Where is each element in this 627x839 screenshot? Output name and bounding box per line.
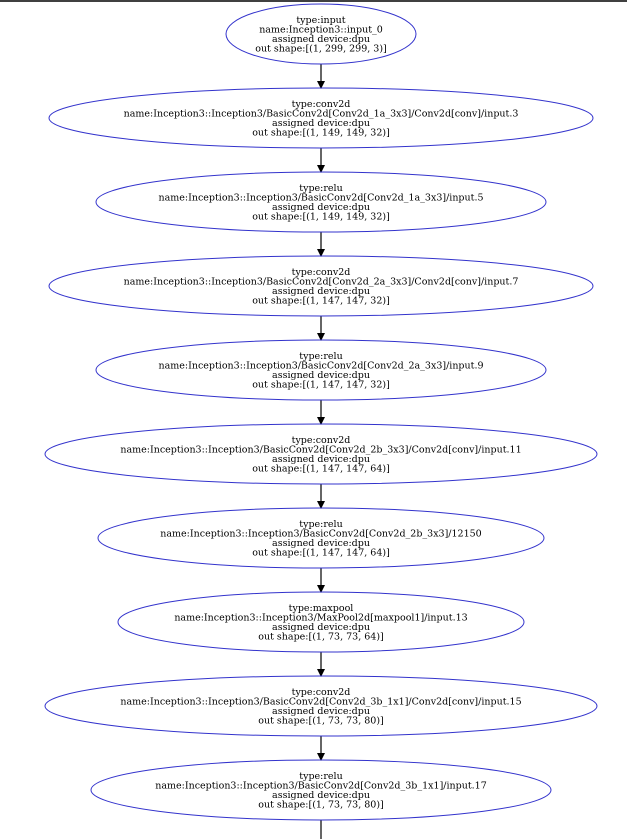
node-name-label: name:Inception3::Inception3/BasicConv2d[… [120,696,521,707]
node-type-label: type:relu [299,351,342,362]
graph-node: type:reluname:Inception3::Inception3/Bas… [90,759,552,821]
node-ellipse [44,675,598,737]
node-name-label: name:Inception3::Inception3/BasicConv2d[… [120,444,521,455]
graph-node: type:conv2dname:Inception3::Inception3/B… [44,675,598,737]
node-type-label: type:relu [299,183,342,194]
node-device-label: assigned device:dpu [272,34,370,45]
node-shape-label: out shape:[(1, 299, 299, 3)] [255,43,387,54]
node-shape-label: out shape:[(1, 149, 149, 32)] [252,211,390,222]
node-ellipse [95,339,547,401]
graph-node: type:reluname:Inception3::Inception3/Bas… [97,507,545,569]
node-shape-label: out shape:[(1, 147, 147, 64)] [252,547,390,558]
graph-node: type:conv2dname:Inception3::Inception3/B… [48,87,594,149]
node-name-label: name:Inception3::Inception3/BasicConv2d[… [160,528,481,539]
node-device-label: assigned device:dpu [272,286,370,297]
node-shape-label: out shape:[(1, 149, 149, 32)] [252,127,390,138]
node-device-label: assigned device:dpu [272,790,370,801]
node-type-label: type:conv2d [292,267,351,278]
node-ellipse [44,423,598,485]
node-shape-label: out shape:[(1, 147, 147, 64)] [252,463,390,474]
node-device-label: assigned device:dpu [272,202,370,213]
node-type-label: type:conv2d [292,687,351,698]
node-device-label: assigned device:dpu [272,454,370,465]
node-ellipse [90,759,552,821]
node-ellipse [48,255,594,317]
node-ellipse [97,507,545,569]
node-shape-label: out shape:[(1, 73, 73, 80)] [258,715,384,726]
graph-node: type:conv2dname:Inception3::Inception3/B… [48,255,594,317]
node-device-label: assigned device:dpu [272,622,370,633]
node-name-label: name:Inception3::Inception3/BasicConv2d[… [158,192,483,203]
node-name-label: name:Inception3::Inception3/BasicConv2d[… [155,780,487,791]
node-ellipse [117,591,525,653]
node-name-label: name:Inception3::Inception3/MaxPool2d[ma… [174,612,467,623]
node-name-label: name:Inception3::Inception3/BasicConv2d[… [158,360,483,371]
node-name-label: name:Inception3::Inception3/BasicConv2d[… [124,108,519,119]
node-shape-label: out shape:[(1, 147, 147, 32)] [252,295,390,306]
node-shape-label: out shape:[(1, 73, 73, 80)] [258,799,384,810]
node-name-label: name:Inception3::Inception3/BasicConv2d[… [124,276,519,287]
node-ellipse [48,87,594,149]
node-shape-label: out shape:[(1, 147, 147, 32)] [252,379,390,390]
node-device-label: assigned device:dpu [272,118,370,129]
node-device-label: assigned device:dpu [272,538,370,549]
node-type-label: type:maxpool [289,603,354,614]
node-type-label: type:input [296,15,345,26]
node-type-label: type:relu [299,771,342,782]
node-ellipse [225,3,417,65]
node-name-label: name:Inception3::input_0 [259,24,383,35]
node-shape-label: out shape:[(1, 73, 73, 64)] [258,631,384,642]
node-type-label: type:conv2d [292,99,351,110]
node-type-label: type:relu [299,519,342,530]
graph-node: type:maxpoolname:Inception3::Inception3/… [117,591,525,653]
graph-node: type:reluname:Inception3::Inception3/Bas… [95,171,547,233]
graph-node: type:reluname:Inception3::Inception3/Bas… [95,339,547,401]
node-type-label: type:conv2d [292,435,351,446]
node-device-label: assigned device:dpu [272,370,370,381]
nodes-layer: type:inputname:Inception3::input_0assign… [44,3,598,821]
node-device-label: assigned device:dpu [272,706,370,717]
graph-node: type:inputname:Inception3::input_0assign… [225,3,417,65]
node-ellipse [95,171,547,233]
graph-node: type:conv2dname:Inception3::Inception3/B… [44,423,598,485]
